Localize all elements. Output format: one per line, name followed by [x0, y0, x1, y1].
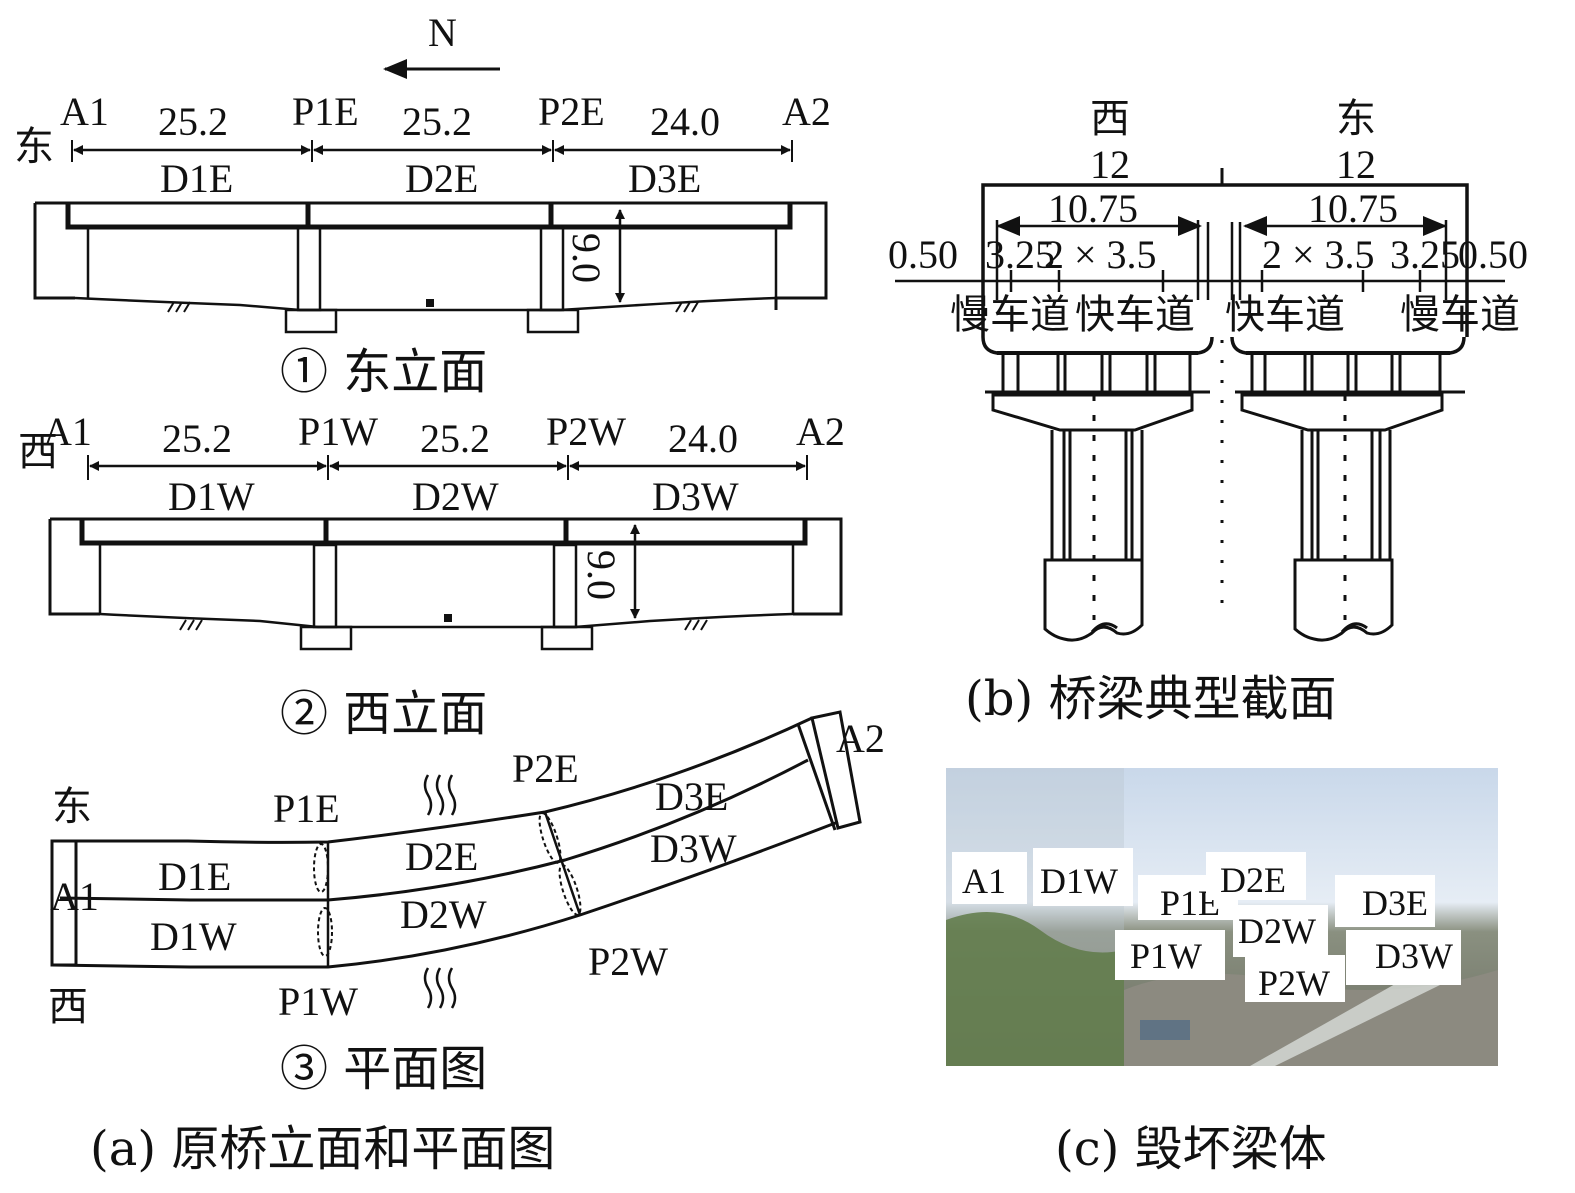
plan-label-d3w: D3W	[650, 826, 737, 871]
span-length: 25.2	[158, 99, 228, 144]
west-side-label: 西	[18, 429, 58, 475]
span-label: D1E	[160, 156, 233, 201]
span-label: D3W	[652, 474, 739, 519]
span-length: 24.0	[668, 416, 738, 461]
east-carriageway: 10.75	[1308, 186, 1398, 231]
lane-label: 快车道	[1225, 292, 1345, 338]
north-label: N	[428, 10, 457, 55]
photo-label-d3w: D3W	[1346, 930, 1461, 985]
lane-label: 慢车道	[1400, 292, 1520, 338]
plan-label-d3e: D3E	[655, 774, 728, 819]
plan-label-a1: A1	[50, 874, 99, 919]
photo-label-d2w: D2W	[1233, 905, 1328, 957]
section-dim: 0.50	[888, 232, 958, 277]
height-value: 9.0	[564, 233, 609, 283]
photo-label-d2e: D2E	[1206, 852, 1306, 900]
west-carriageway: 10.75	[1048, 186, 1138, 231]
svg-text:D2E: D2E	[1220, 860, 1286, 900]
plan-west-label: 西	[48, 984, 88, 1030]
svg-text:P1W: P1W	[1130, 936, 1202, 976]
west-elevation-caption: ② 西立面	[280, 686, 487, 742]
support-label: P1E	[292, 89, 359, 134]
plan-label-d1e: D1E	[158, 854, 231, 899]
plan-label-p2w: P2W	[588, 939, 668, 984]
span-label: D1W	[168, 474, 255, 519]
photo-label-d1w: D1W	[1033, 848, 1133, 906]
east-elevation: 东 A1 P1E P2E A2 25.2 25.2 24.0 D1E D2E D…	[14, 89, 831, 400]
plan-label-d2w: D2W	[400, 892, 487, 937]
plan-label-p2e: P2E	[512, 746, 579, 791]
span-label: D2E	[405, 156, 478, 201]
section-dim: 2 × 3.5	[1044, 232, 1157, 277]
svg-text:D2W: D2W	[1238, 911, 1316, 951]
east-side-label: 东	[14, 124, 54, 170]
svg-text:D1W: D1W	[1040, 861, 1118, 901]
section-dim: 3.25	[1390, 232, 1460, 277]
damaged-beam-photo: A1 D1W P1E D2E D3E P1W D2W P2W	[946, 768, 1498, 1066]
east-elevation-caption: ① 东立面	[280, 344, 487, 400]
support-label: P2E	[538, 89, 605, 134]
lane-label: 快车道	[1075, 292, 1195, 338]
plan-label-d2e: D2E	[405, 834, 478, 879]
plan-east-label: 东	[52, 784, 92, 830]
svg-text:D3W: D3W	[1375, 936, 1453, 976]
panel-a-caption: (a) 原桥立面和平面图	[90, 1121, 555, 1177]
span-length: 25.2	[162, 416, 232, 461]
section-dim: 0.50	[1458, 232, 1528, 277]
photo-label-p1w: P1W	[1115, 930, 1225, 980]
span-label: D3E	[628, 156, 701, 201]
support-label: P1W	[298, 409, 378, 454]
panel-b-caption: (b) 桥梁典型截面	[965, 671, 1336, 727]
plan-label-a2: A2	[836, 716, 885, 761]
span-length: 25.2	[402, 99, 472, 144]
west-width: 12	[1090, 142, 1130, 187]
svg-text:P2W: P2W	[1258, 963, 1330, 1003]
support-label: A2	[782, 89, 831, 134]
panel-c-caption: (c) 毁坏梁体	[1055, 1121, 1327, 1177]
support-label: A2	[796, 409, 845, 454]
section-dim: 2 × 3.5	[1262, 232, 1375, 277]
plan-label-d1w: D1W	[150, 914, 237, 959]
support-label: P2W	[546, 409, 626, 454]
span-length: 24.0	[650, 99, 720, 144]
photo-label-a1: A1	[952, 852, 1027, 904]
east-width: 12	[1336, 142, 1376, 187]
plan-label-p1w: P1W	[278, 979, 358, 1024]
section-east-label: 东	[1336, 96, 1376, 142]
photo-label-p2w: P2W	[1245, 955, 1345, 1003]
svg-text:D3E: D3E	[1362, 883, 1428, 923]
west-elevation: 西 A1 P1W P2W A2 25.2 25.2 24.0 D1W D2W D…	[18, 409, 845, 742]
plan-view: 东 西 A1 A2 P1E P2E P1W P2W D1E D2E D3E D1…	[48, 710, 885, 1097]
north-arrow: N	[383, 10, 500, 79]
plan-caption: ③ 平面图	[280, 1041, 487, 1097]
plan-label-p1e: P1E	[273, 786, 340, 831]
cross-section: 西 东 12 12 10.75 10.75 0.50 3.25 2 × 3.5 …	[888, 96, 1528, 727]
lane-label: 慢车道	[950, 292, 1070, 338]
svg-text:A1: A1	[962, 861, 1006, 901]
height-value: 9.0	[579, 550, 624, 600]
section-west-label: 西	[1090, 96, 1130, 142]
support-label: A1	[43, 409, 92, 454]
span-length: 25.2	[420, 416, 490, 461]
span-label: D2W	[412, 474, 499, 519]
photo-label-d3e: D3E	[1335, 875, 1435, 927]
support-label: A1	[60, 89, 109, 134]
